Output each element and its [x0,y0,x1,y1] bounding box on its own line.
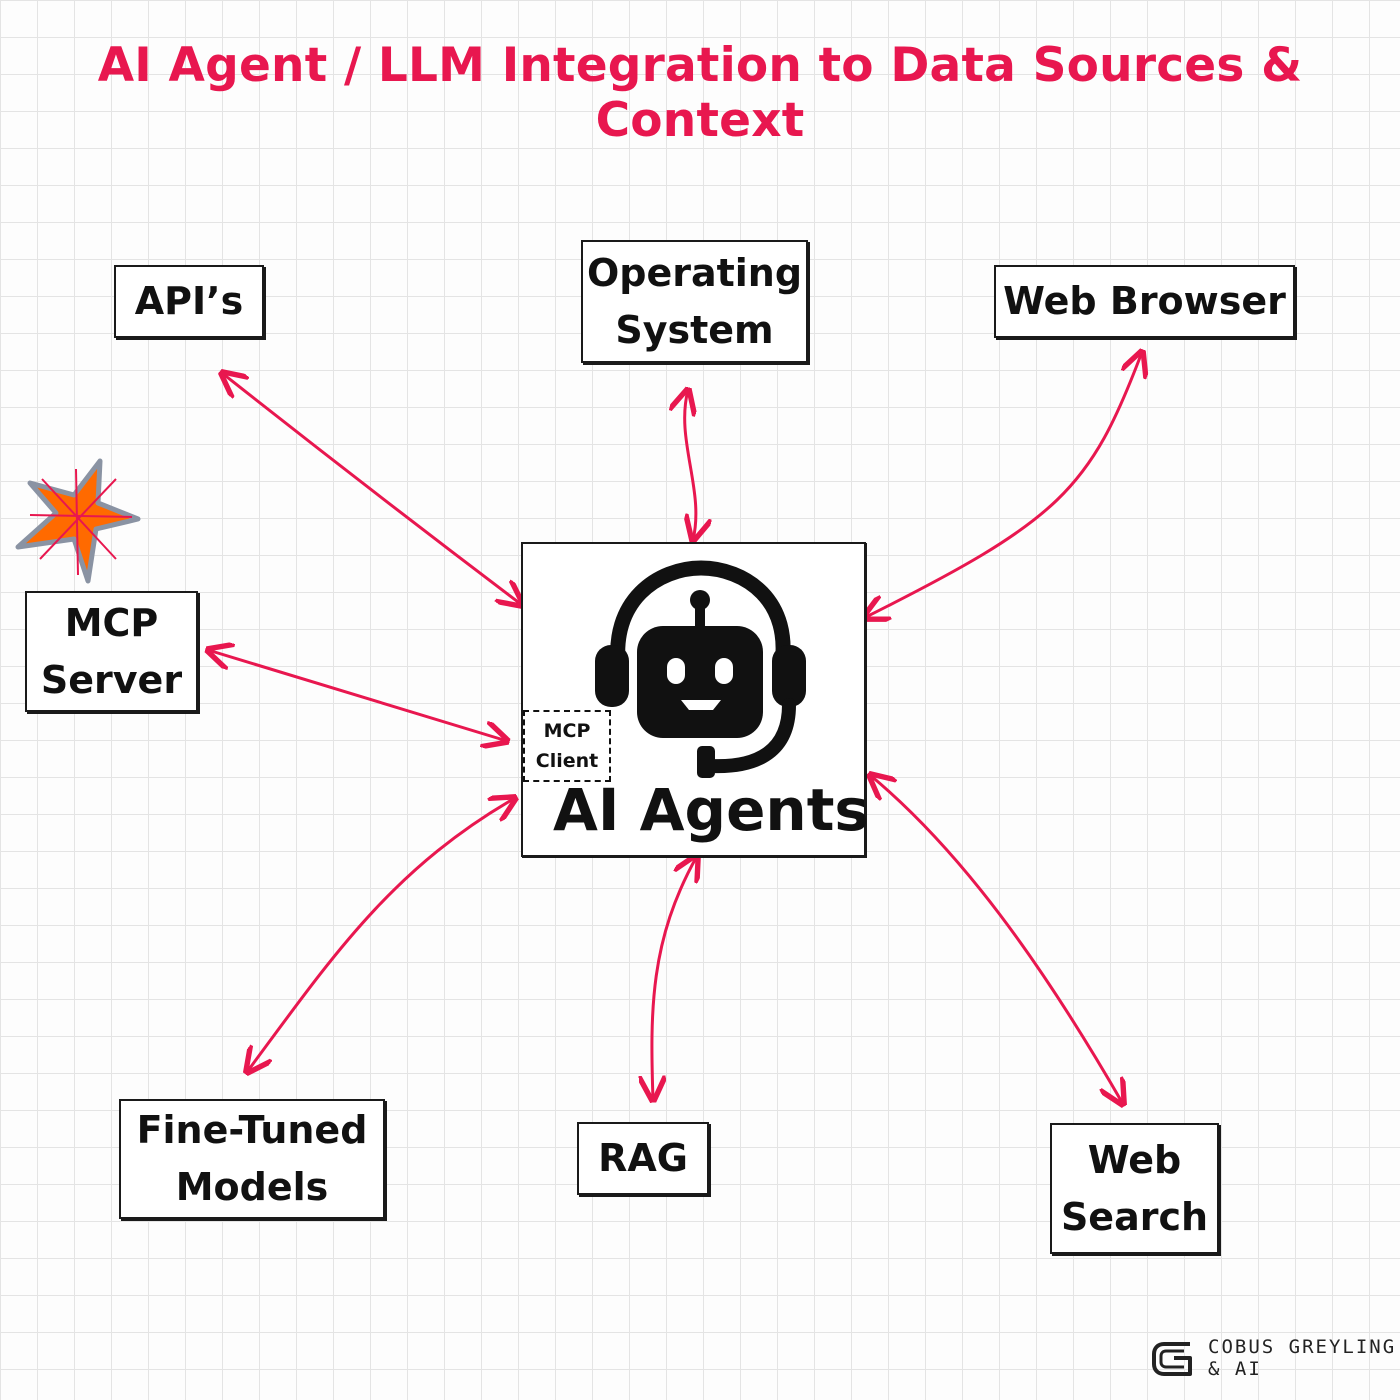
brand-logo: COBUS GREYLING & AI [1150,1336,1396,1382]
node-label-web-search: Web Search [1060,1137,1209,1239]
node-label-rag: RAG [598,1136,688,1180]
node-operating-system: Operating System [581,240,808,363]
brand-name: COBUS GREYLING & AI [1208,1336,1397,1380]
node-rag: RAG [577,1122,709,1195]
mcp-client-label: MCP Client [535,719,599,772]
node-apis: API’s [114,265,264,338]
node-web-search: Web Search [1050,1123,1219,1254]
arrow-web-search [870,775,1123,1104]
node-web-browser: Web Browser [994,265,1295,338]
cg-logo-icon [1152,1342,1192,1376]
arrow-mcp-server [208,650,507,741]
orange-star-icon [15,458,141,584]
robot-headset-icon [595,560,806,778]
center-label: AI Agents [553,776,869,844]
node-label-fine-tuned-models: Fine-Tuned Models [136,1108,368,1209]
mcp-client-badge: MCP Client [523,710,611,782]
arrow-operating-system [685,390,696,540]
arrow-rag [652,856,697,1100]
node-label-operating-system: Operating System [586,250,803,352]
arrow-fine-tuned-models [247,798,515,1072]
arrow-apis [222,373,522,605]
node-label-apis: API’s [134,279,244,323]
node-label-mcp-server: MCP Server [40,600,183,702]
node-mcp-server: MCP Server [25,591,198,712]
page-title: AI Agent / LLM Integration to Data Sourc… [97,38,1303,148]
node-label-web-browser: Web Browser [1003,279,1286,323]
node-fine-tuned-models: Fine-Tuned Models [119,1099,385,1219]
arrow-web-browser [864,352,1142,618]
node-ai-agents: MCP Client AI Agents [521,542,869,857]
